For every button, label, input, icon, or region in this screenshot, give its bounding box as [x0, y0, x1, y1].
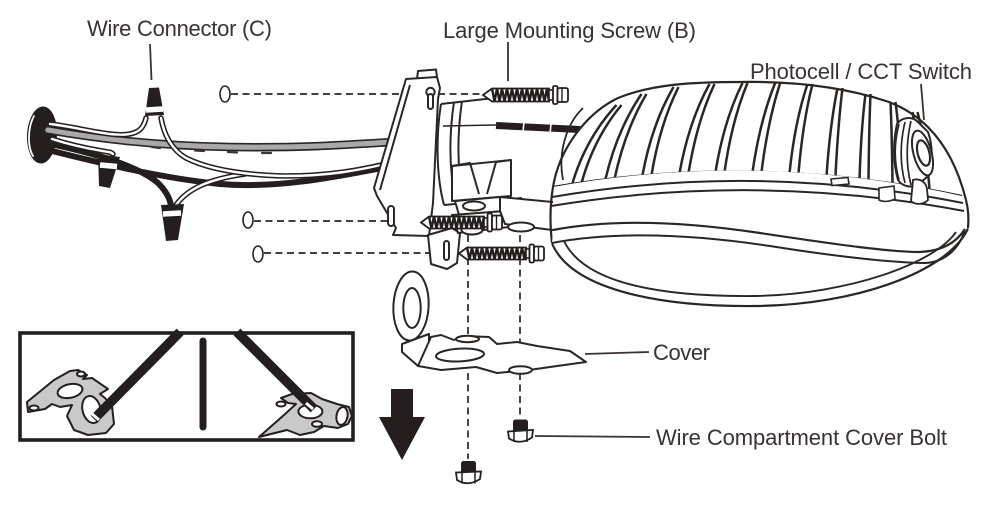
svg-text:Photocell / CCT Switch: Photocell / CCT Switch — [750, 59, 972, 84]
svg-text:Large Mounting Screw (B): Large Mounting Screw (B) — [443, 18, 696, 43]
svg-text:Wire Connector (C): Wire Connector (C) — [87, 16, 272, 41]
svg-text:Wire Compartment Cover Bolt: Wire Compartment Cover Bolt — [656, 425, 947, 450]
svg-text:Cover: Cover — [653, 340, 710, 365]
